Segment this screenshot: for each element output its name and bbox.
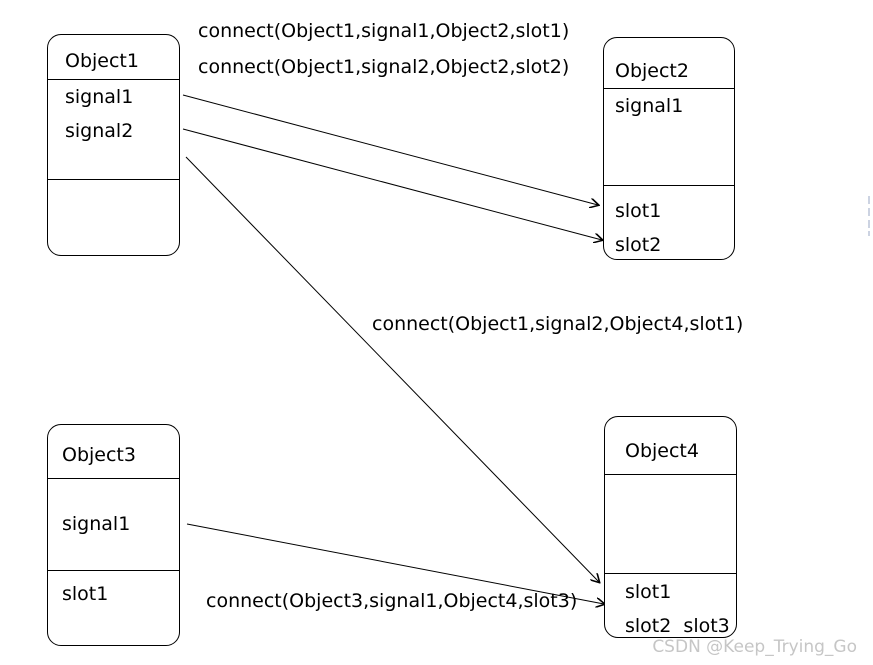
object4-box: Object4 slot1 slot2 slot3 xyxy=(604,416,737,638)
object4-slot1: slot1 xyxy=(625,581,672,603)
object2-title-divider xyxy=(604,88,734,89)
object1-signal2: signal2 xyxy=(65,120,134,142)
object2-section-divider xyxy=(604,185,734,186)
object2-box: Object2 signal1 slot1 slot2 xyxy=(603,37,735,260)
object4-slot2-slot3: slot2 slot3 xyxy=(625,615,730,637)
object3-title: Object3 xyxy=(62,444,136,466)
connection-label-2: connect(Object1,signal2,Object2,slot2) xyxy=(198,56,570,78)
object3-section-divider xyxy=(48,570,179,571)
object4-title-divider xyxy=(605,474,736,475)
object2-slot1: slot1 xyxy=(615,200,662,222)
object2-signal1: signal1 xyxy=(615,95,684,117)
connection-line-o1-signal1-o2-slot1 xyxy=(182,94,598,205)
object4-section-divider xyxy=(605,573,736,574)
object3-title-divider xyxy=(48,478,179,479)
object1-title: Object1 xyxy=(65,50,139,72)
watermark: CSDN @Keep_Trying_Go xyxy=(652,637,857,657)
edge-mark-decoration xyxy=(868,196,870,236)
object1-title-divider xyxy=(48,79,179,80)
object1-section-divider xyxy=(48,179,179,180)
object3-box: Object3 signal1 slot1 xyxy=(47,424,180,646)
object1-signal1: signal1 xyxy=(65,86,134,108)
object3-signal1: signal1 xyxy=(62,513,131,535)
connection-label-3: connect(Object1,signal2,Object4,slot1) xyxy=(372,313,744,335)
connection-label-4: connect(Object3,signal1,Object4,slot3) xyxy=(206,590,578,612)
connection-label-1: connect(Object1,signal1,Object2,slot1) xyxy=(198,20,570,42)
object1-box: Object1 signal1 signal2 xyxy=(47,34,180,256)
connection-line-o1-signal2-o2-slot2 xyxy=(182,128,602,240)
connection-line-o1-signal2-o4-slot1 xyxy=(185,156,599,582)
object4-title: Object4 xyxy=(625,440,699,462)
object2-slot2: slot2 xyxy=(615,234,662,256)
object2-title: Object2 xyxy=(615,60,689,82)
object3-slot1: slot1 xyxy=(62,583,109,605)
